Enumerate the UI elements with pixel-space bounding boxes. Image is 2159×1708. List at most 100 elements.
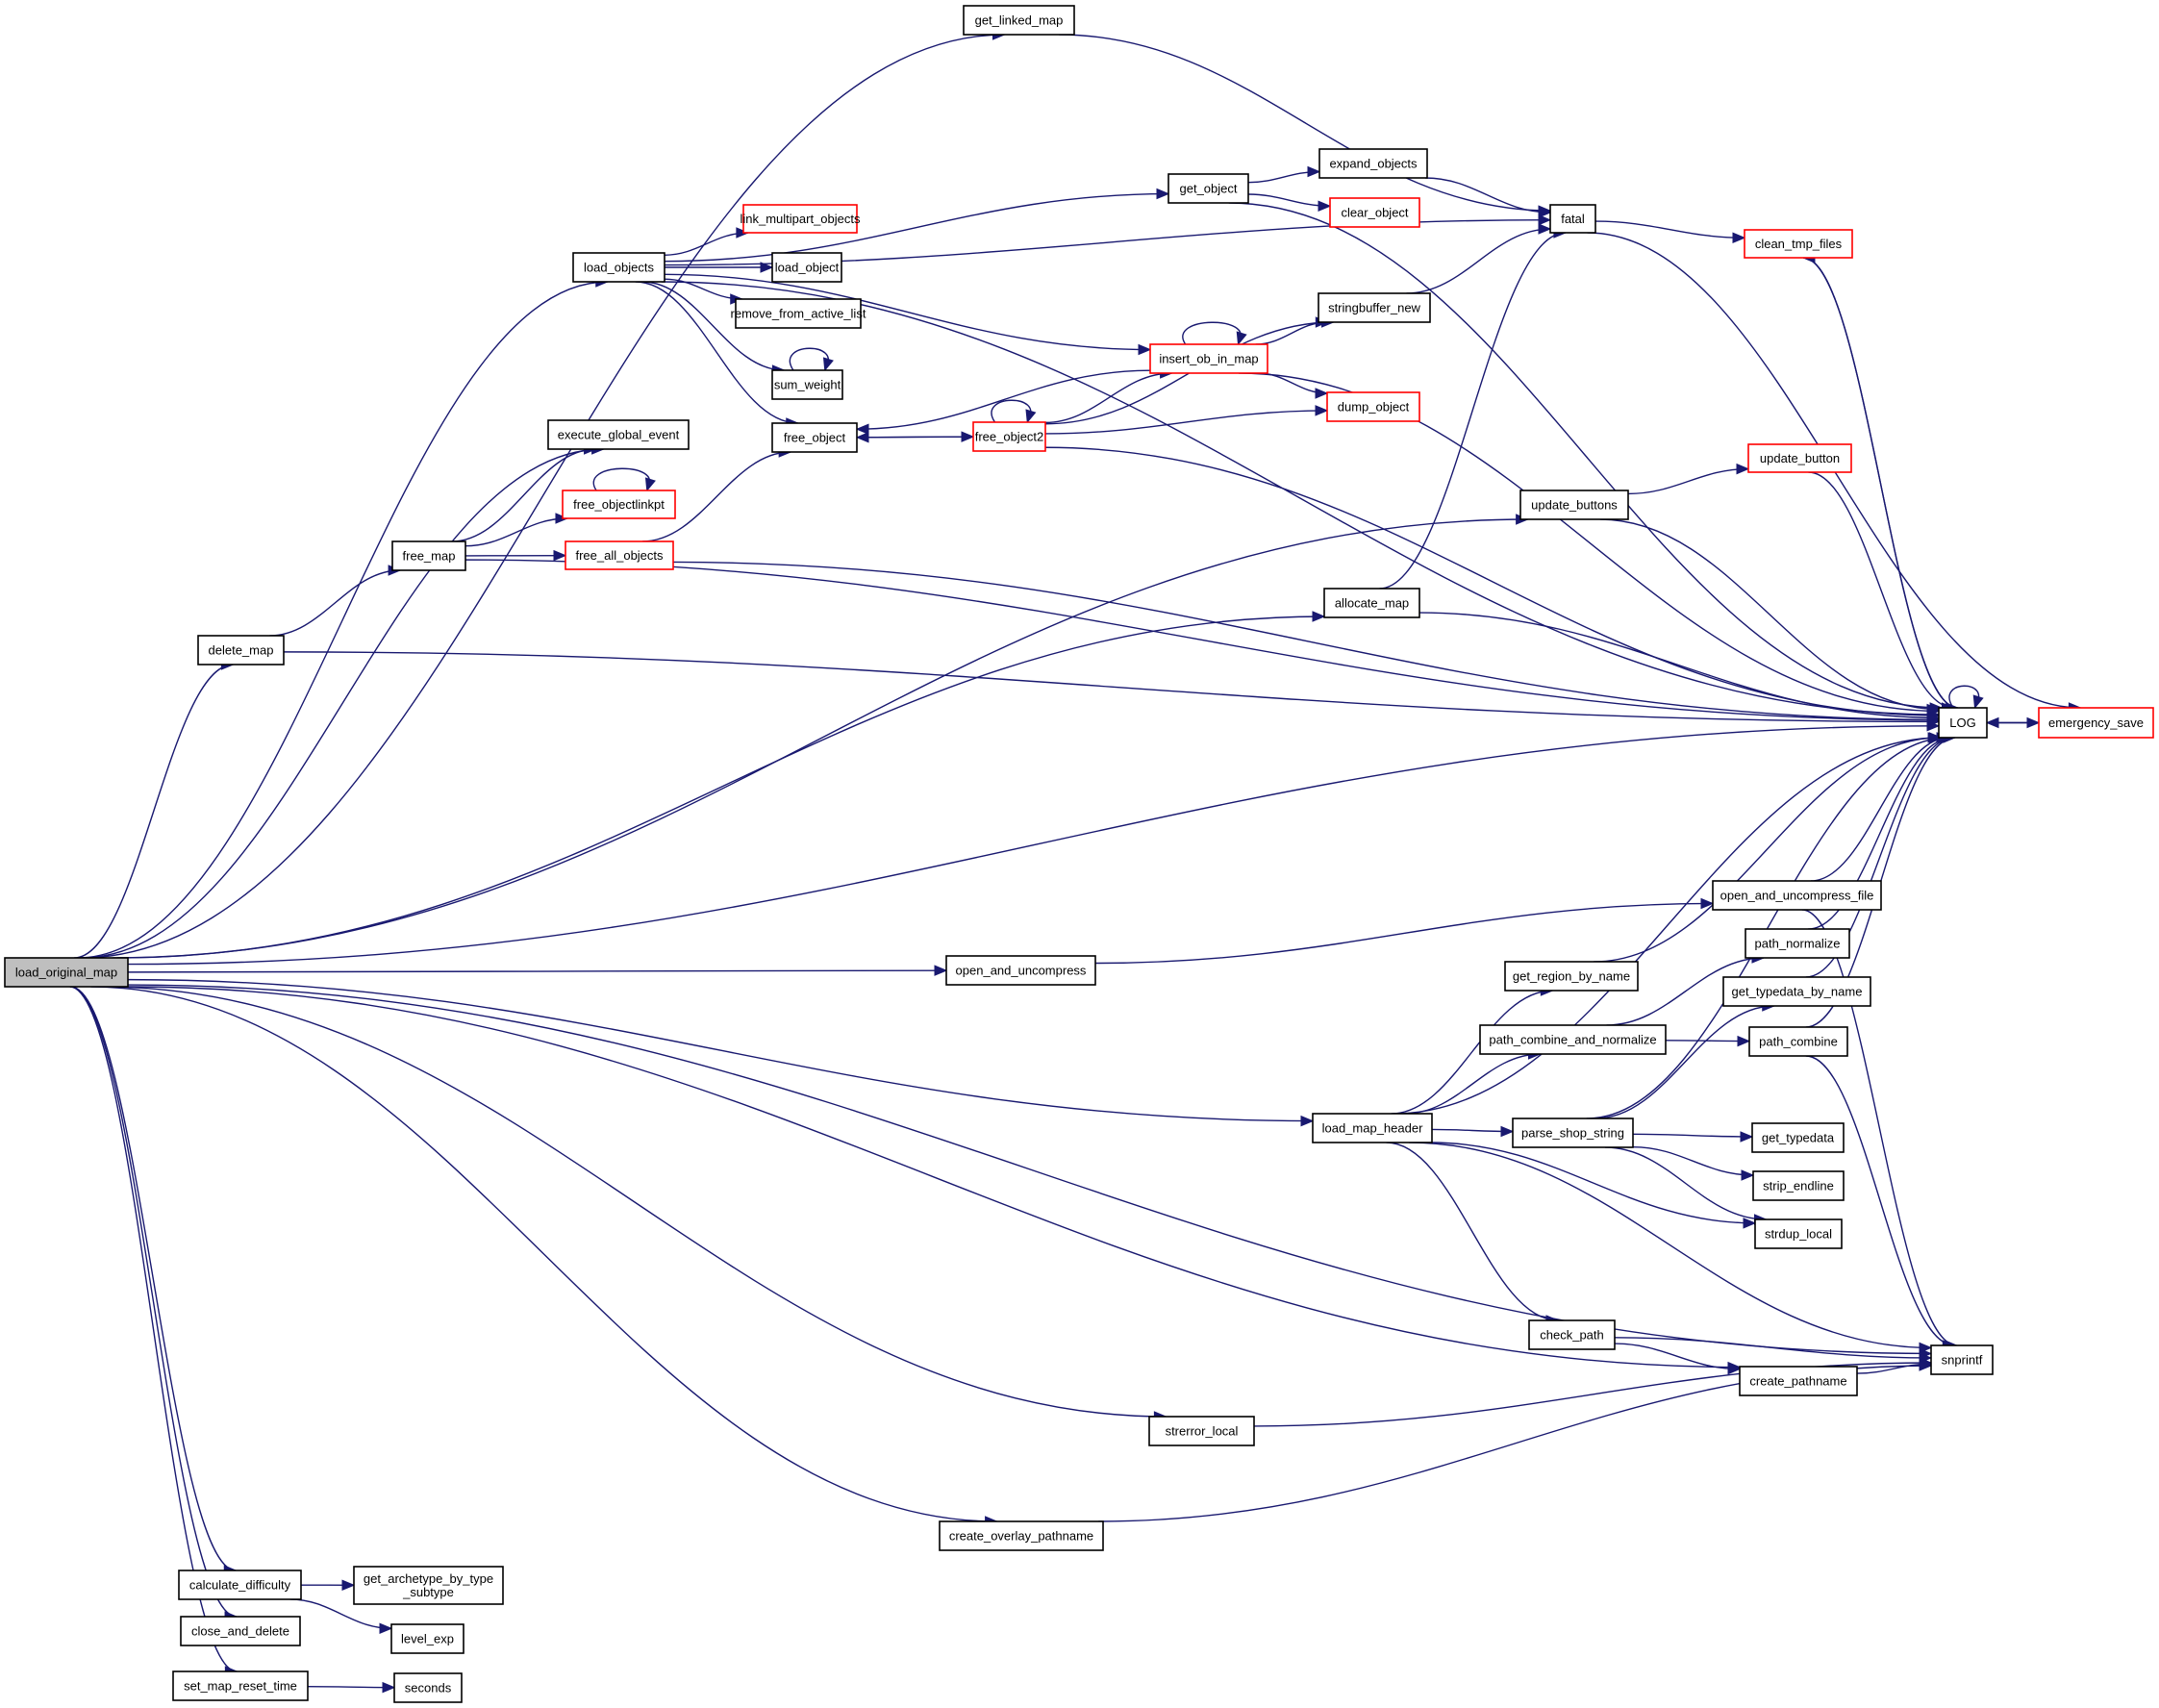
node-box <box>1748 1026 1848 1057</box>
node-box <box>390 1623 464 1654</box>
node-load-objects[interactable]: load_objects <box>572 252 665 283</box>
node-label: fatal <box>1561 212 1585 226</box>
node-label: get_linked_map <box>975 13 1064 28</box>
node-sum-weight[interactable]: sum_weight <box>771 369 843 400</box>
node-label: get_region_by_name <box>1513 969 1630 984</box>
node-free-objectlinkpt[interactable]: free_objectlinkpt <box>562 490 676 519</box>
node-box <box>939 1520 1104 1551</box>
node-clear-object[interactable]: clear_object <box>1329 197 1420 228</box>
node-box <box>1512 1118 1634 1148</box>
node-strip-endline[interactable]: strip_endline <box>1752 1170 1845 1201</box>
node-clean-tmp-files[interactable]: clean_tmp_files <box>1744 229 1853 259</box>
edge-load_map_header-to-LOG <box>1393 732 1943 1115</box>
edge-load_original_map-to-close_and_delete <box>69 986 238 1622</box>
node-get-typedata-by-name[interactable]: get_typedata_by_name <box>1722 976 1871 1007</box>
node-parse-shop-string[interactable]: parse_shop_string <box>1512 1118 1634 1148</box>
node-label: level_exp <box>401 1632 454 1646</box>
node-label: set_map_reset_time <box>184 1679 297 1694</box>
node-link-multipart-objects[interactable]: link_multipart_objects <box>740 204 861 234</box>
node-label: clear_object <box>1341 206 1408 220</box>
node-snprintf[interactable]: snprintf <box>1930 1344 1994 1375</box>
node-execute-global-event[interactable]: execute_global_event <box>547 419 690 450</box>
node-free-object2[interactable]: free_object2 <box>972 421 1046 452</box>
edge-check_path-to-snprintf <box>1614 1337 1933 1364</box>
node-dump-object[interactable]: dump_object <box>1326 391 1420 422</box>
edge-free_map-to-LOG <box>464 559 1941 726</box>
node-get-region-by-name[interactable]: get_region_by_name <box>1504 961 1639 992</box>
node-allocate-map[interactable]: allocate_map <box>1323 588 1420 618</box>
node-strdup-local[interactable]: strdup_local <box>1754 1218 1843 1249</box>
node-label: free_object2 <box>975 430 1044 444</box>
node-insert-ob-in-map[interactable]: insert_ob_in_map <box>1149 343 1268 374</box>
edge-load_original_map-to-load_map_header <box>127 978 1315 1127</box>
node-delete-map[interactable]: delete_map <box>197 635 285 666</box>
edge-free_object2-to-free_object2 <box>991 399 1037 424</box>
edge-update_buttons-to-LOG <box>1599 518 1941 716</box>
node-box <box>742 204 858 234</box>
node-load-original-map[interactable]: load_original_map <box>4 957 129 988</box>
node-label: path_combine_and_normalize <box>1489 1033 1656 1047</box>
node-load-object[interactable]: load_object <box>771 252 842 283</box>
node-box <box>4 957 129 988</box>
node-box <box>562 490 676 519</box>
node-label: allocate_map <box>1335 596 1409 611</box>
node-label: get_archetype_by_type <box>364 1571 493 1586</box>
node-box <box>565 540 674 570</box>
node-get-typedata[interactable]: get_typedata <box>1751 1122 1845 1153</box>
node-box <box>1528 1319 1616 1350</box>
node-set-map-reset-time[interactable]: set_map_reset_time <box>172 1670 309 1701</box>
node-create-overlay-pathname[interactable]: create_overlay_pathname <box>939 1520 1104 1551</box>
node-box <box>178 1570 302 1600</box>
node-load-map-header[interactable]: load_map_header <box>1312 1113 1433 1143</box>
node-update-buttons[interactable]: update_buttons <box>1519 490 1629 520</box>
node-free-all-objects[interactable]: free_all_objects <box>565 540 674 570</box>
edge-insert_ob_in_map-to-insert_ob_in_map <box>1182 321 1247 346</box>
node-box <box>1149 343 1268 374</box>
node-label: free_all_objects <box>575 548 664 563</box>
node-fatal[interactable]: fatal <box>1549 204 1596 234</box>
edge-fatal-to-clean_tmp_files <box>1594 220 1746 244</box>
node-label: sum_weight <box>774 378 841 392</box>
edge-free_object2-to-LOG <box>1044 446 1941 721</box>
node-box <box>1744 229 1853 259</box>
edge-get_linked_map-to-fatal <box>1059 34 1552 216</box>
node-free-map[interactable]: free_map <box>391 540 466 571</box>
node-check-path[interactable]: check_path <box>1528 1319 1616 1350</box>
node-emergency-save[interactable]: emergency_save <box>2038 707 2154 739</box>
node-get-object[interactable]: get_object <box>1167 173 1249 204</box>
node-box <box>1739 1366 1858 1396</box>
node-seconds[interactable]: seconds <box>393 1672 463 1703</box>
node-label: LOG <box>1949 716 1975 730</box>
node-close-and-delete[interactable]: close_and_delete <box>180 1616 301 1646</box>
node-label: parse_shop_string <box>1521 1126 1624 1141</box>
node-path-normalize[interactable]: path_normalize <box>1745 928 1850 959</box>
edge-load_map_header-to-check_path <box>1386 1142 1560 1326</box>
node-box <box>391 540 466 571</box>
node-box <box>197 635 285 666</box>
node-remove-from-active-list[interactable]: remove_from_active_list <box>731 298 866 329</box>
node-path-combine-and-normalize[interactable]: path_combine_and_normalize <box>1479 1024 1667 1055</box>
node-get-linked-map[interactable]: get_linked_map <box>963 5 1075 36</box>
node-LOG[interactable]: LOG <box>1938 707 1988 739</box>
node-label: open_and_uncompress <box>956 964 1087 978</box>
node-update-button[interactable]: update_button <box>1747 443 1852 473</box>
node-level-exp[interactable]: level_exp <box>390 1623 464 1654</box>
node-calculate-difficulty[interactable]: calculate_difficulty <box>178 1570 302 1600</box>
node-label: path_normalize <box>1755 937 1841 951</box>
node-stringbuffer-new[interactable]: stringbuffer_new <box>1318 292 1431 323</box>
edge-load_objects-to-link_multipart_objects <box>664 227 750 256</box>
node-open-and-uncompress[interactable]: open_and_uncompress <box>945 955 1096 986</box>
node-create-pathname[interactable]: create_pathname <box>1739 1366 1858 1396</box>
node-label: strdup_local <box>1765 1227 1832 1242</box>
node-free-object[interactable]: free_object <box>771 422 858 453</box>
node-get-archetype-by-type-subtype[interactable]: get_archetype_by_type_subtype <box>353 1566 504 1605</box>
edge-calculate_difficulty-to-get_archetype_by_type_subtype <box>300 1579 356 1592</box>
node-open-and-uncompress-file[interactable]: open_and_uncompress_file <box>1712 880 1882 911</box>
node-expand-objects[interactable]: expand_objects <box>1318 148 1428 179</box>
nodes-layer: load_original_map get_linked_map load_obje… <box>4 5 2154 1703</box>
node-path-combine[interactable]: path_combine <box>1748 1026 1848 1057</box>
edge-parse_shop_string-to-LOG <box>1586 732 1950 1119</box>
node-strerror-local[interactable]: strerror_local <box>1148 1416 1255 1446</box>
node-box <box>2038 707 2154 739</box>
edge-parse_shop_string-to-strip_endline <box>1632 1145 1755 1181</box>
